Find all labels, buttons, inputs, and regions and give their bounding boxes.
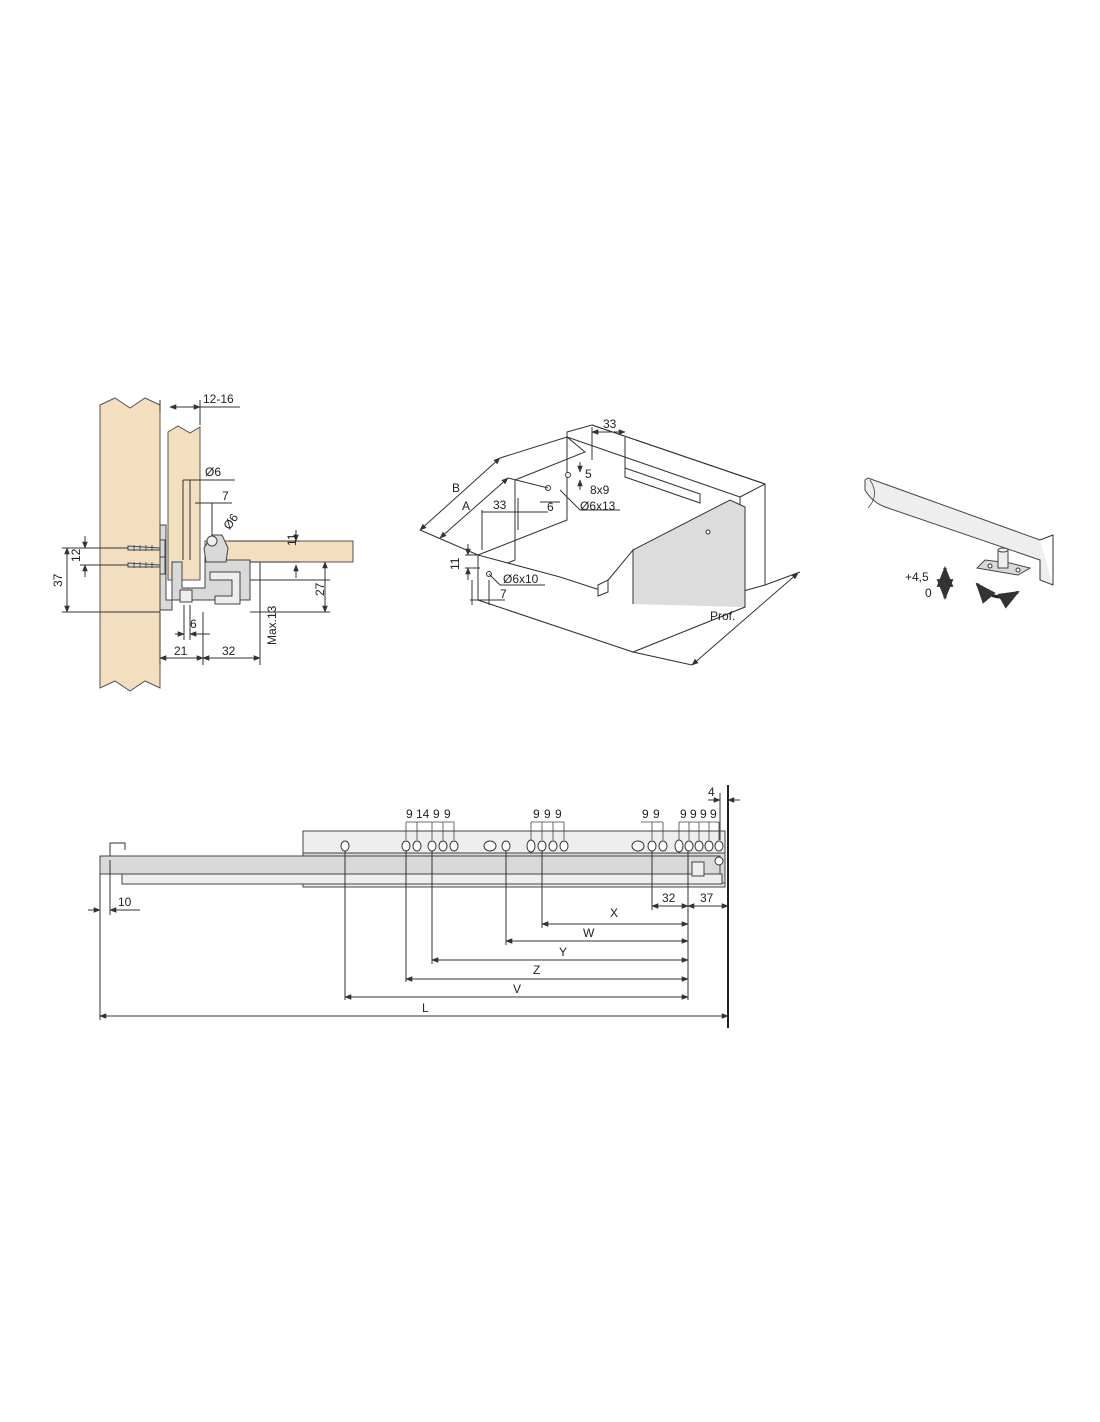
drawer-dimension-lines (419, 427, 801, 666)
dim-dia6x10: Ø6x10 (503, 572, 539, 586)
dim-5: 5 (585, 467, 592, 481)
dim-prof: Prof. (710, 609, 735, 623)
spacing-9-i: 9 (680, 807, 687, 821)
dim-11: 11 (285, 533, 299, 546)
adjuster-view: +4,5 0 (864, 477, 1054, 609)
spacing-9-j: 9 (690, 807, 697, 821)
slide-holes (340, 839, 724, 877)
dim-Y: Y (559, 945, 567, 959)
spacing-9-h: 9 (653, 807, 660, 821)
dim-dia6x13: Ø6x13 (580, 499, 616, 513)
spacing-9-b: 9 (433, 807, 440, 821)
section-dimension-lines (62, 400, 330, 665)
dim-10: 10 (118, 895, 132, 909)
spacing-9-f: 9 (555, 807, 562, 821)
dim-37: 37 (51, 573, 65, 587)
spacing-9-d: 9 (533, 807, 540, 821)
slide-view: 9 14 9 9 9 9 9 9 9 9 9 9 9 (88, 785, 740, 1028)
dim-X: X (610, 906, 618, 920)
slide-runner (99, 855, 721, 875)
dim-33-side: 33 (493, 498, 507, 512)
front-hook (109, 842, 126, 856)
spacing-9-l: 9 (710, 807, 717, 821)
section-view: 12-16 Ø6 7 Ø6 11 12 37 27 Max.13 6 21 32 (51, 392, 354, 692)
front-hole (565, 472, 571, 478)
rotation-arrow (975, 582, 1020, 609)
screw-lower (127, 556, 166, 575)
adjust-zero-label: 0 (925, 586, 932, 600)
drawer-view: 33 5 8x9 B A 33 6 Ø6x13 11 Ø6x10 7 Prof. (419, 417, 801, 666)
slide-dimension-lines (88, 793, 740, 1020)
dim-32-slide: 32 (662, 891, 676, 905)
dim-11-drawer: 11 (448, 557, 462, 570)
dim-Z: Z (533, 963, 540, 977)
spacing-9-c: 9 (444, 807, 451, 821)
spacing-9-g: 9 (642, 807, 649, 821)
dim-dia6-top: Ø6 (205, 465, 221, 479)
pin-head (206, 535, 218, 547)
dim-A: A (462, 499, 470, 513)
dim-dia6-pin: Ø6 (220, 511, 241, 532)
drawer-side-panel (167, 425, 201, 581)
slide-profile (159, 524, 251, 611)
dim-21: 21 (174, 644, 188, 658)
adjuster-pin (997, 549, 1009, 569)
dim-V: V (513, 982, 521, 996)
spacing-9-k: 9 (700, 807, 707, 821)
spacing-9-e: 9 (544, 807, 551, 821)
dim-B: B (452, 481, 460, 495)
dim-6: 6 (547, 500, 554, 514)
dim-27: 27 (313, 582, 327, 596)
slide-inner-rail (209, 571, 241, 605)
dim-L: L (422, 1001, 429, 1015)
dim-12-16: 12-16 (203, 392, 234, 406)
hole-spacing-brackets (405, 821, 720, 840)
dim-12: 12 (69, 548, 83, 562)
dim-4: 4 (708, 785, 715, 799)
dim-37-slide: 37 (700, 891, 714, 905)
dim-6-bottom: 6 (190, 617, 197, 631)
dim-max13: Max.13 (265, 605, 279, 645)
spacing-9-a: 9 (406, 807, 413, 821)
dim-7: 7 (222, 489, 229, 503)
dim-7-drawer: 7 (500, 587, 507, 601)
dim-33-top: 33 (603, 417, 617, 431)
spacing-14: 14 (416, 807, 430, 821)
adjust-plus-label: +4,5 (905, 570, 929, 584)
dim-32: 32 (222, 644, 236, 658)
front-slot (624, 467, 701, 504)
dim-8x9: 8x9 (590, 483, 610, 497)
adjuster-cam (179, 589, 193, 603)
screw-upper (127, 539, 166, 558)
dim-W: W (583, 926, 595, 940)
cabinet-side-panel (99, 397, 161, 692)
